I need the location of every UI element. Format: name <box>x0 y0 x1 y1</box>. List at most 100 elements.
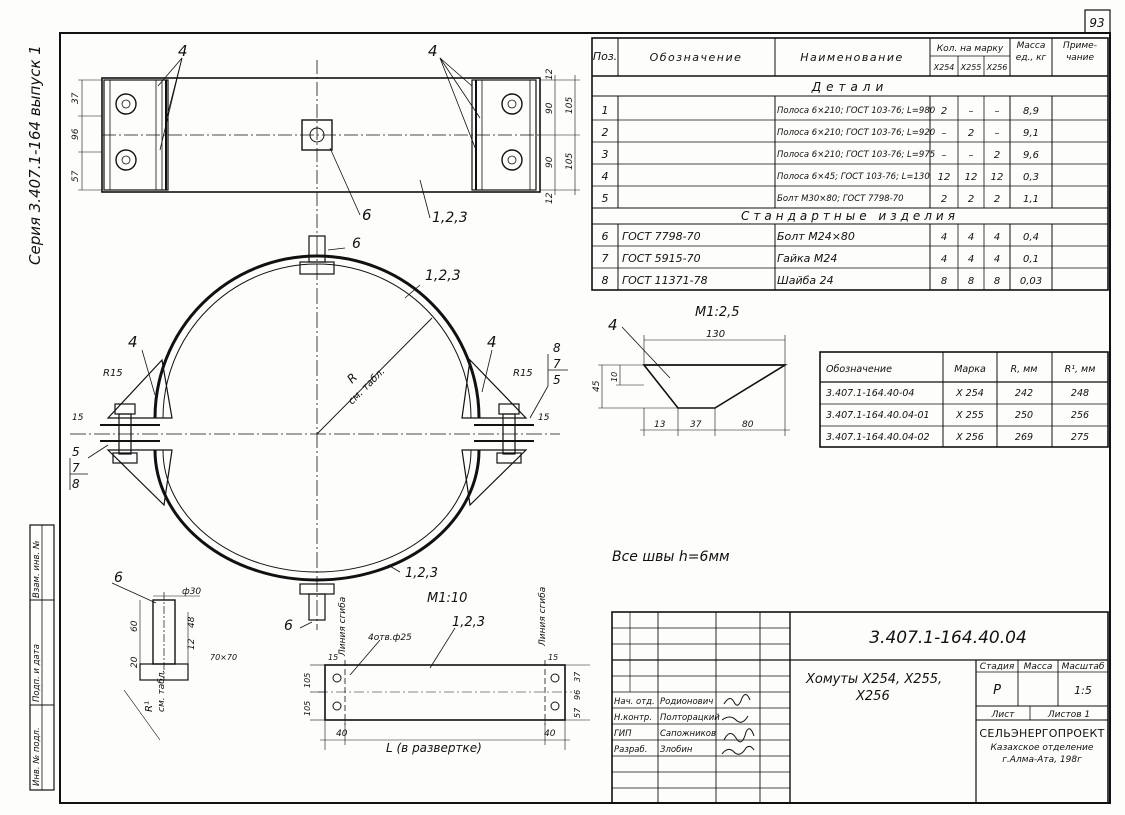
dim-57: 57 <box>71 170 81 182</box>
pos-label-5-bolt-detail: 6 <box>114 570 123 586</box>
title-col-mass: Масса <box>1024 662 1053 672</box>
scale-strip: М1:10 <box>427 591 467 606</box>
spec-row-qty-1: 2 <box>941 194 947 205</box>
spec-header-mark-1: Х254 <box>933 63 955 72</box>
spec-row-name: Шайба 24 <box>777 274 834 287</box>
title-name-line1: Хомуты Х254, Х255, <box>805 672 942 687</box>
spec-row-mass: 8,9 <box>1023 106 1039 117</box>
spec-row-mass: 9,6 <box>1023 150 1039 161</box>
title-col-scale: Масштаб <box>1062 662 1105 672</box>
radius-table-cell: 248 <box>1071 388 1089 399</box>
spec-row-qty-3: 8 <box>994 276 1000 287</box>
sheet-number: 93 <box>1089 16 1104 30</box>
spec-row-mass: 0,1 <box>1023 254 1039 265</box>
spec-row-name: Болт М24×80 <box>777 230 855 243</box>
spec-row-qty-3: 4 <box>994 254 1000 265</box>
dim-40-left: 40 <box>336 729 348 739</box>
label-r1-note: см. табл. <box>157 670 167 712</box>
dim-105-lower: 105 <box>565 153 575 170</box>
spec-row-mass: 9,1 <box>1023 128 1039 139</box>
dim-15-left: 15 <box>72 413 84 423</box>
radius-table-cell: 269 <box>1015 432 1033 443</box>
spec-row-qty-3: – <box>995 128 1000 139</box>
spec-row-name: Болт М30×80; ГОСТ 7798-70 <box>777 194 904 204</box>
spec-row-name: Полоса 6×210; ГОСТ 103-76; L=975 <box>777 150 935 160</box>
signature-rows: Нач. отд.РодионовичН.контр.ПолторацкийГИ… <box>614 697 720 755</box>
scale-detail: М1:2,5 <box>695 305 740 320</box>
dim-96-strip: 96 <box>573 690 582 700</box>
spec-row-mass: 0,4 <box>1023 232 1039 243</box>
spec-row-pos: 1 <box>602 104 609 117</box>
radius-table <box>819 351 1109 448</box>
spec-row-qty-1: 4 <box>941 232 947 243</box>
developed-strip <box>310 627 590 750</box>
pos-label-5-bolt-bottom: 6 <box>284 618 293 634</box>
stamp-cell-inventory: Инв. № подл. <box>32 727 42 786</box>
spec-row-designation: ГОСТ 11371-78 <box>622 274 708 287</box>
pos-label-7-left: 7 <box>72 461 80 475</box>
radius-table-cell: Х 255 <box>955 410 984 421</box>
label-radius: R <box>344 370 360 386</box>
dim-15-right: 15 <box>538 413 550 423</box>
spec-row-mass: 0,03 <box>1020 276 1042 287</box>
dim-45: 45 <box>592 380 602 392</box>
dim-90-lower: 90 <box>545 156 555 168</box>
radius-table-cell: 3.407.1-164.40.04-02 <box>826 432 930 443</box>
left-stamp-strip: Взам. инв. № Подп. и дата Инв. № подл. <box>29 524 55 791</box>
spec-row-qty-1: – <box>942 128 947 139</box>
pos-label-6-left: 5 <box>72 445 80 459</box>
spec-row-name: Гайка М24 <box>777 252 837 265</box>
signature-mark-4 <box>721 745 755 755</box>
radius-table-cell: Х 254 <box>955 388 984 399</box>
radius-table-cell: 250 <box>1015 410 1033 421</box>
radius-table-cell: 242 <box>1015 388 1033 399</box>
title-name-line2: Х256 <box>855 689 890 704</box>
dim-12-bottom: 12 <box>545 192 555 204</box>
dim-37-detail: 37 <box>690 420 702 430</box>
title-org-1: СЕЛЬЭНЕРГОПРОЕКТ <box>979 727 1104 740</box>
pos-label-123-arc-top: 1,2,3 <box>425 268 461 284</box>
dim-57-strip: 57 <box>573 707 582 718</box>
spec-table-rows: 1 Полоса 6×210; ГОСТ 103-76; L=980 2 – – 8,9 2… <box>602 104 1043 287</box>
pos-label-6-right: 5 <box>553 373 561 387</box>
spec-row-qty-2: 2 <box>968 194 974 205</box>
pos-label-4-top-right: 4 <box>428 42 438 60</box>
dim-37: 37 <box>71 92 81 104</box>
signature-mark-2 <box>721 715 749 723</box>
spec-row-pos: 6 <box>602 230 609 243</box>
spec-row-designation: ГОСТ 5915-70 <box>622 252 701 265</box>
spec-row-name: Полоса 6×210; ГОСТ 103-76; L=980 <box>777 106 935 116</box>
dim-13: 13 <box>654 420 666 430</box>
pos-label-8-right: 8 <box>553 341 561 355</box>
radius-table-header: R, мм <box>1011 364 1038 375</box>
radius-table-cell: 256 <box>1071 410 1089 421</box>
spec-row-qty-1: 2 <box>941 106 947 117</box>
series-label: Серия 3.407.1-164 выпуск 1 <box>26 45 44 265</box>
spec-row-qty-1: – <box>942 150 947 161</box>
spec-row-qty-1: 8 <box>941 276 947 287</box>
title-org-3: г.Алма-Ата, 198г <box>1002 755 1082 765</box>
title-scale-value: 1:5 <box>1074 684 1092 697</box>
spec-row-mass: 1,1 <box>1023 194 1039 205</box>
dim-12-bolt: 12 <box>187 638 197 650</box>
label-bend-line-right: Линия сгиба <box>538 587 548 647</box>
spec-row-qty-3: 2 <box>994 194 1000 205</box>
signature-role: ГИП <box>614 729 632 739</box>
title-block <box>611 611 1109 804</box>
spec-header-qty: Кол. на марку <box>937 44 1004 54</box>
dim-d30: ф30 <box>182 587 201 597</box>
dim-90-upper: 90 <box>545 102 555 114</box>
top-strip-view <box>78 57 580 240</box>
dim-20: 20 <box>130 656 140 668</box>
spec-row-pos: 3 <box>602 148 609 161</box>
pos-label-7-right: 7 <box>553 357 561 371</box>
spec-row-pos: 2 <box>602 126 609 139</box>
spec-row-qty-3: 2 <box>994 150 1000 161</box>
signature-name: Сапожников <box>660 729 716 739</box>
dim-48: 48 <box>187 616 197 628</box>
title-org-2: Казахское отделение <box>991 743 1094 753</box>
dim-15-strip-right: 15 <box>548 653 558 662</box>
spec-header-name: Наименование <box>800 51 903 64</box>
signature-role: Разраб. <box>614 745 647 755</box>
